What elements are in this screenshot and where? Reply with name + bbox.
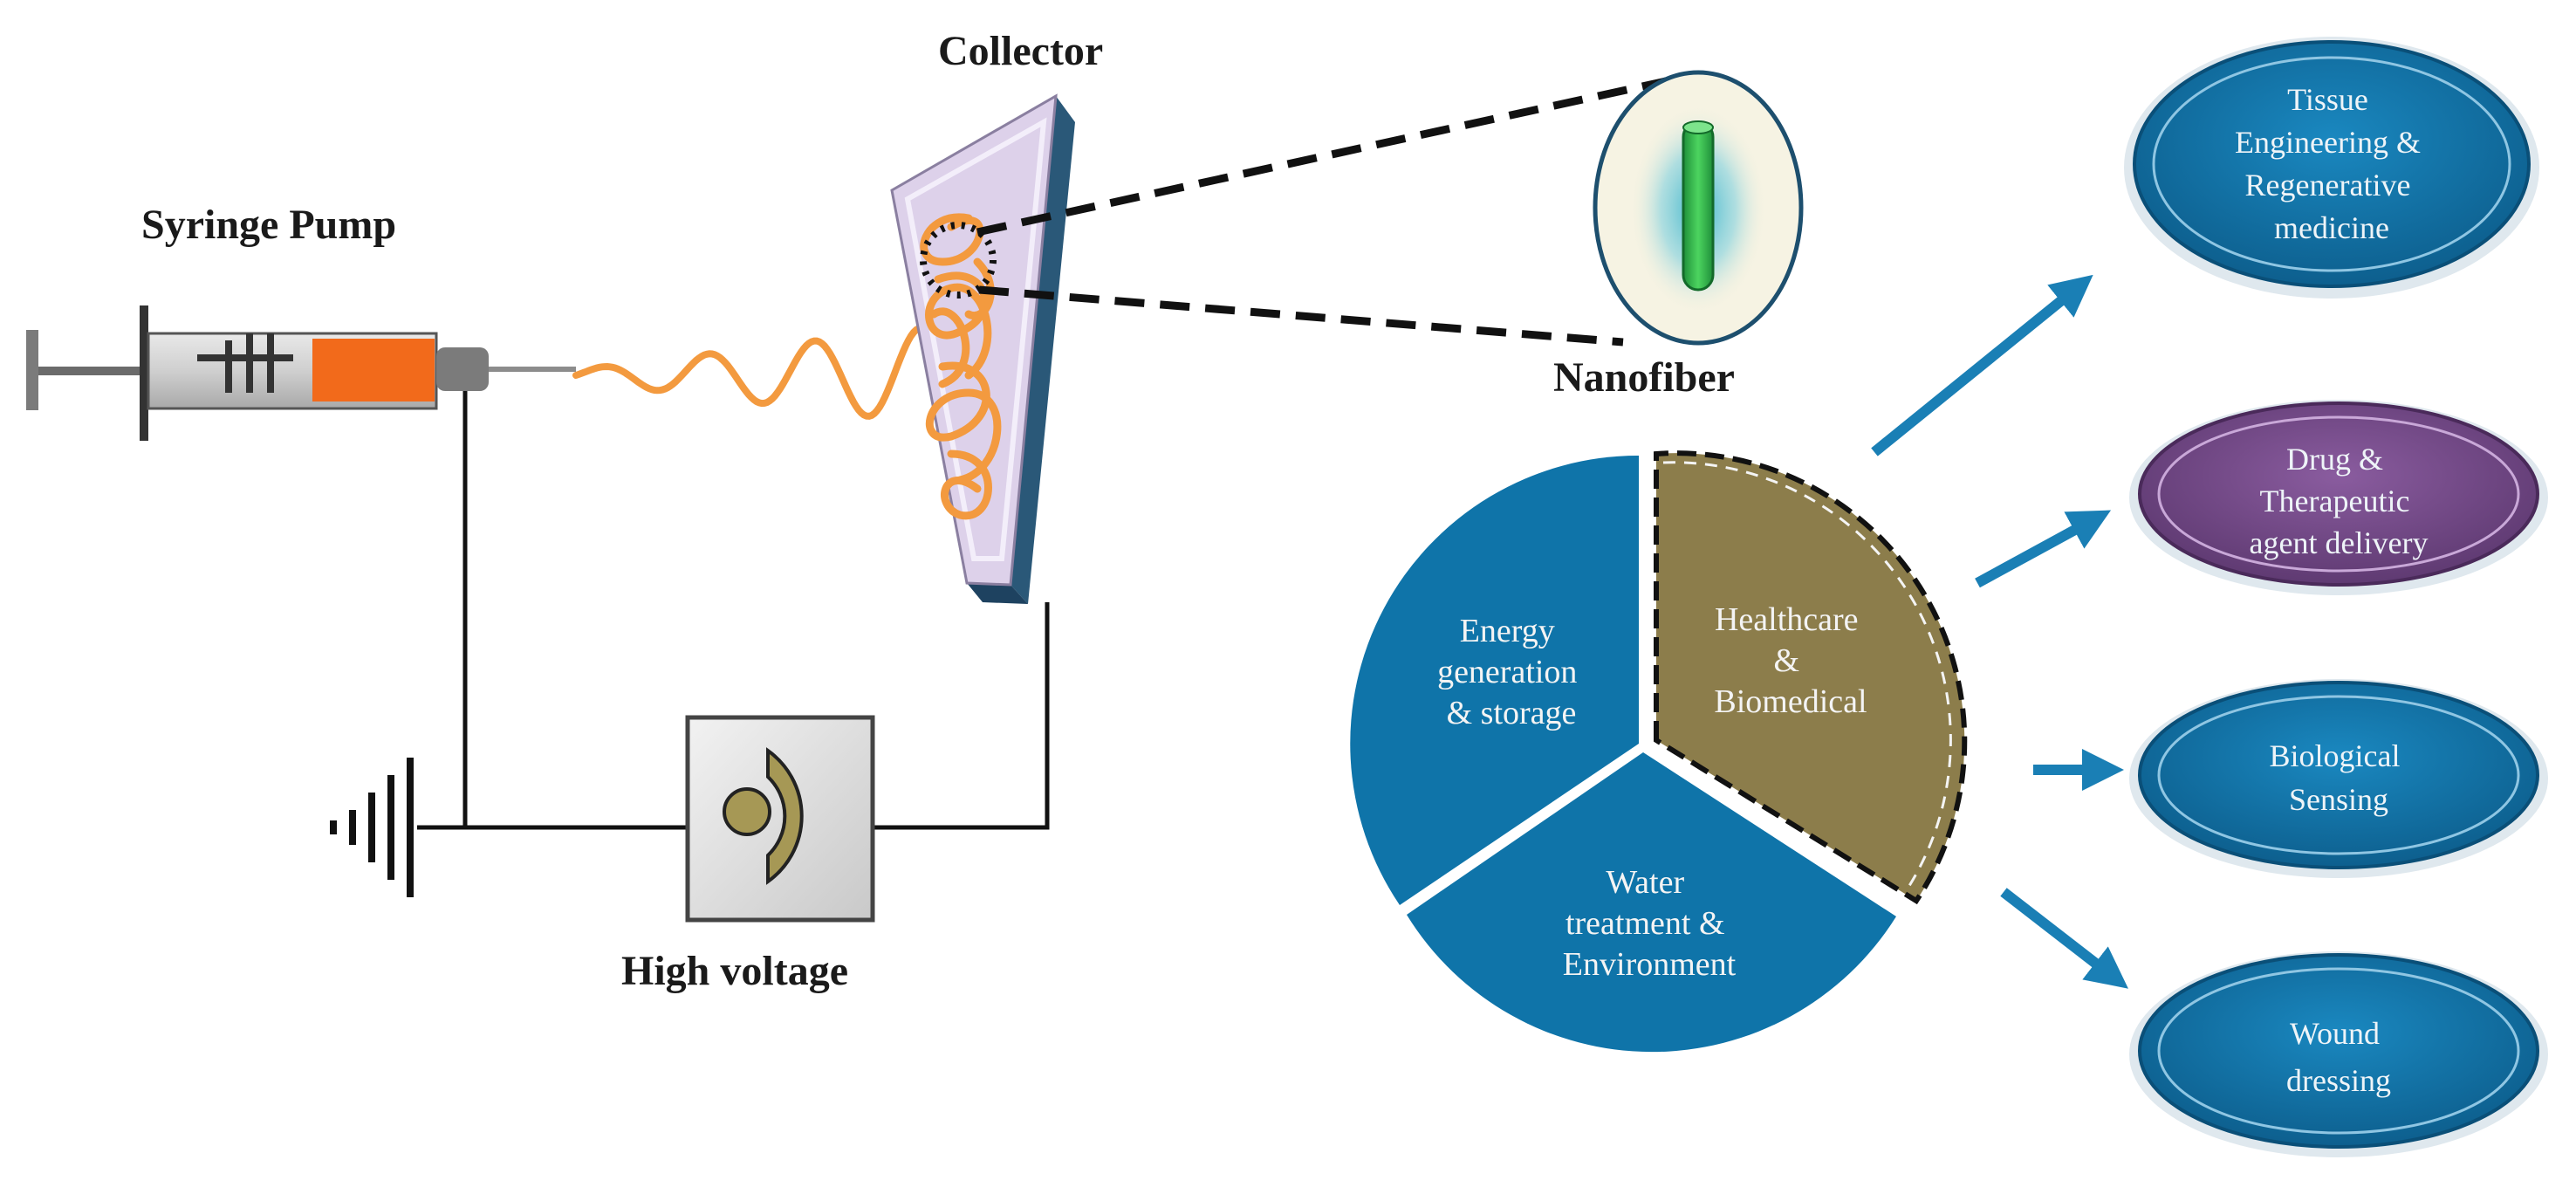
arrow-wound [2000,888,2128,989]
arrow-drug [1975,510,2112,588]
zoom-region [920,222,997,299]
application-tissue-engineering: Tissue Engineering & Regenerative medici… [2124,37,2539,299]
applications-wheel [1350,450,1968,1053]
svg-text:Wound dressing: Wound dressing [2286,1016,2391,1098]
wheel-segment-water [1407,752,1896,1053]
fiber-jet [572,324,949,420]
high-voltage-label: High voltage [621,948,848,994]
circuit-wires [417,391,1050,830]
wheel-label-water: Water treatment & Environment [1563,864,1737,983]
wheel-label-energy: Energy generation & storage [1437,613,1586,731]
application-wound-dressing: Wound dressing [2129,951,2548,1157]
collector-plate-icon [890,93,1075,604]
nanofiber-label: Nanofiber [1553,354,1735,401]
syringe-pump-label: Syringe Pump [141,202,396,248]
zoom-line-bottom [978,285,1624,347]
high-voltage-source-icon [685,715,875,923]
collector-label: Collector [938,28,1103,74]
wheel-segment-energy [1350,455,1639,905]
nanofiber-zoom-icon [1593,70,1804,346]
wheel-label-healthcare: Healthcare & Biomedical [1714,601,1867,720]
svg-text:Drug & Therapeutic: Drug & Therapeutic agent delivery [2250,442,2429,560]
application-drug-delivery: Drug & Therapeutic agent delivery [2129,400,2548,595]
svg-text:Biological Sensing: Biological Sensing [2270,738,2408,817]
ground-icon [330,758,414,897]
application-biological-sensing: Biological Sensing [2129,679,2548,878]
svg-text:Tissue Engineering &: Tissue Engineering & Regenerative medici… [2235,82,2429,245]
syringe-icon [26,305,576,441]
application-arrows [1871,274,2128,989]
zoom-line-top [976,72,1687,237]
arrow-tissue [1871,274,2093,456]
